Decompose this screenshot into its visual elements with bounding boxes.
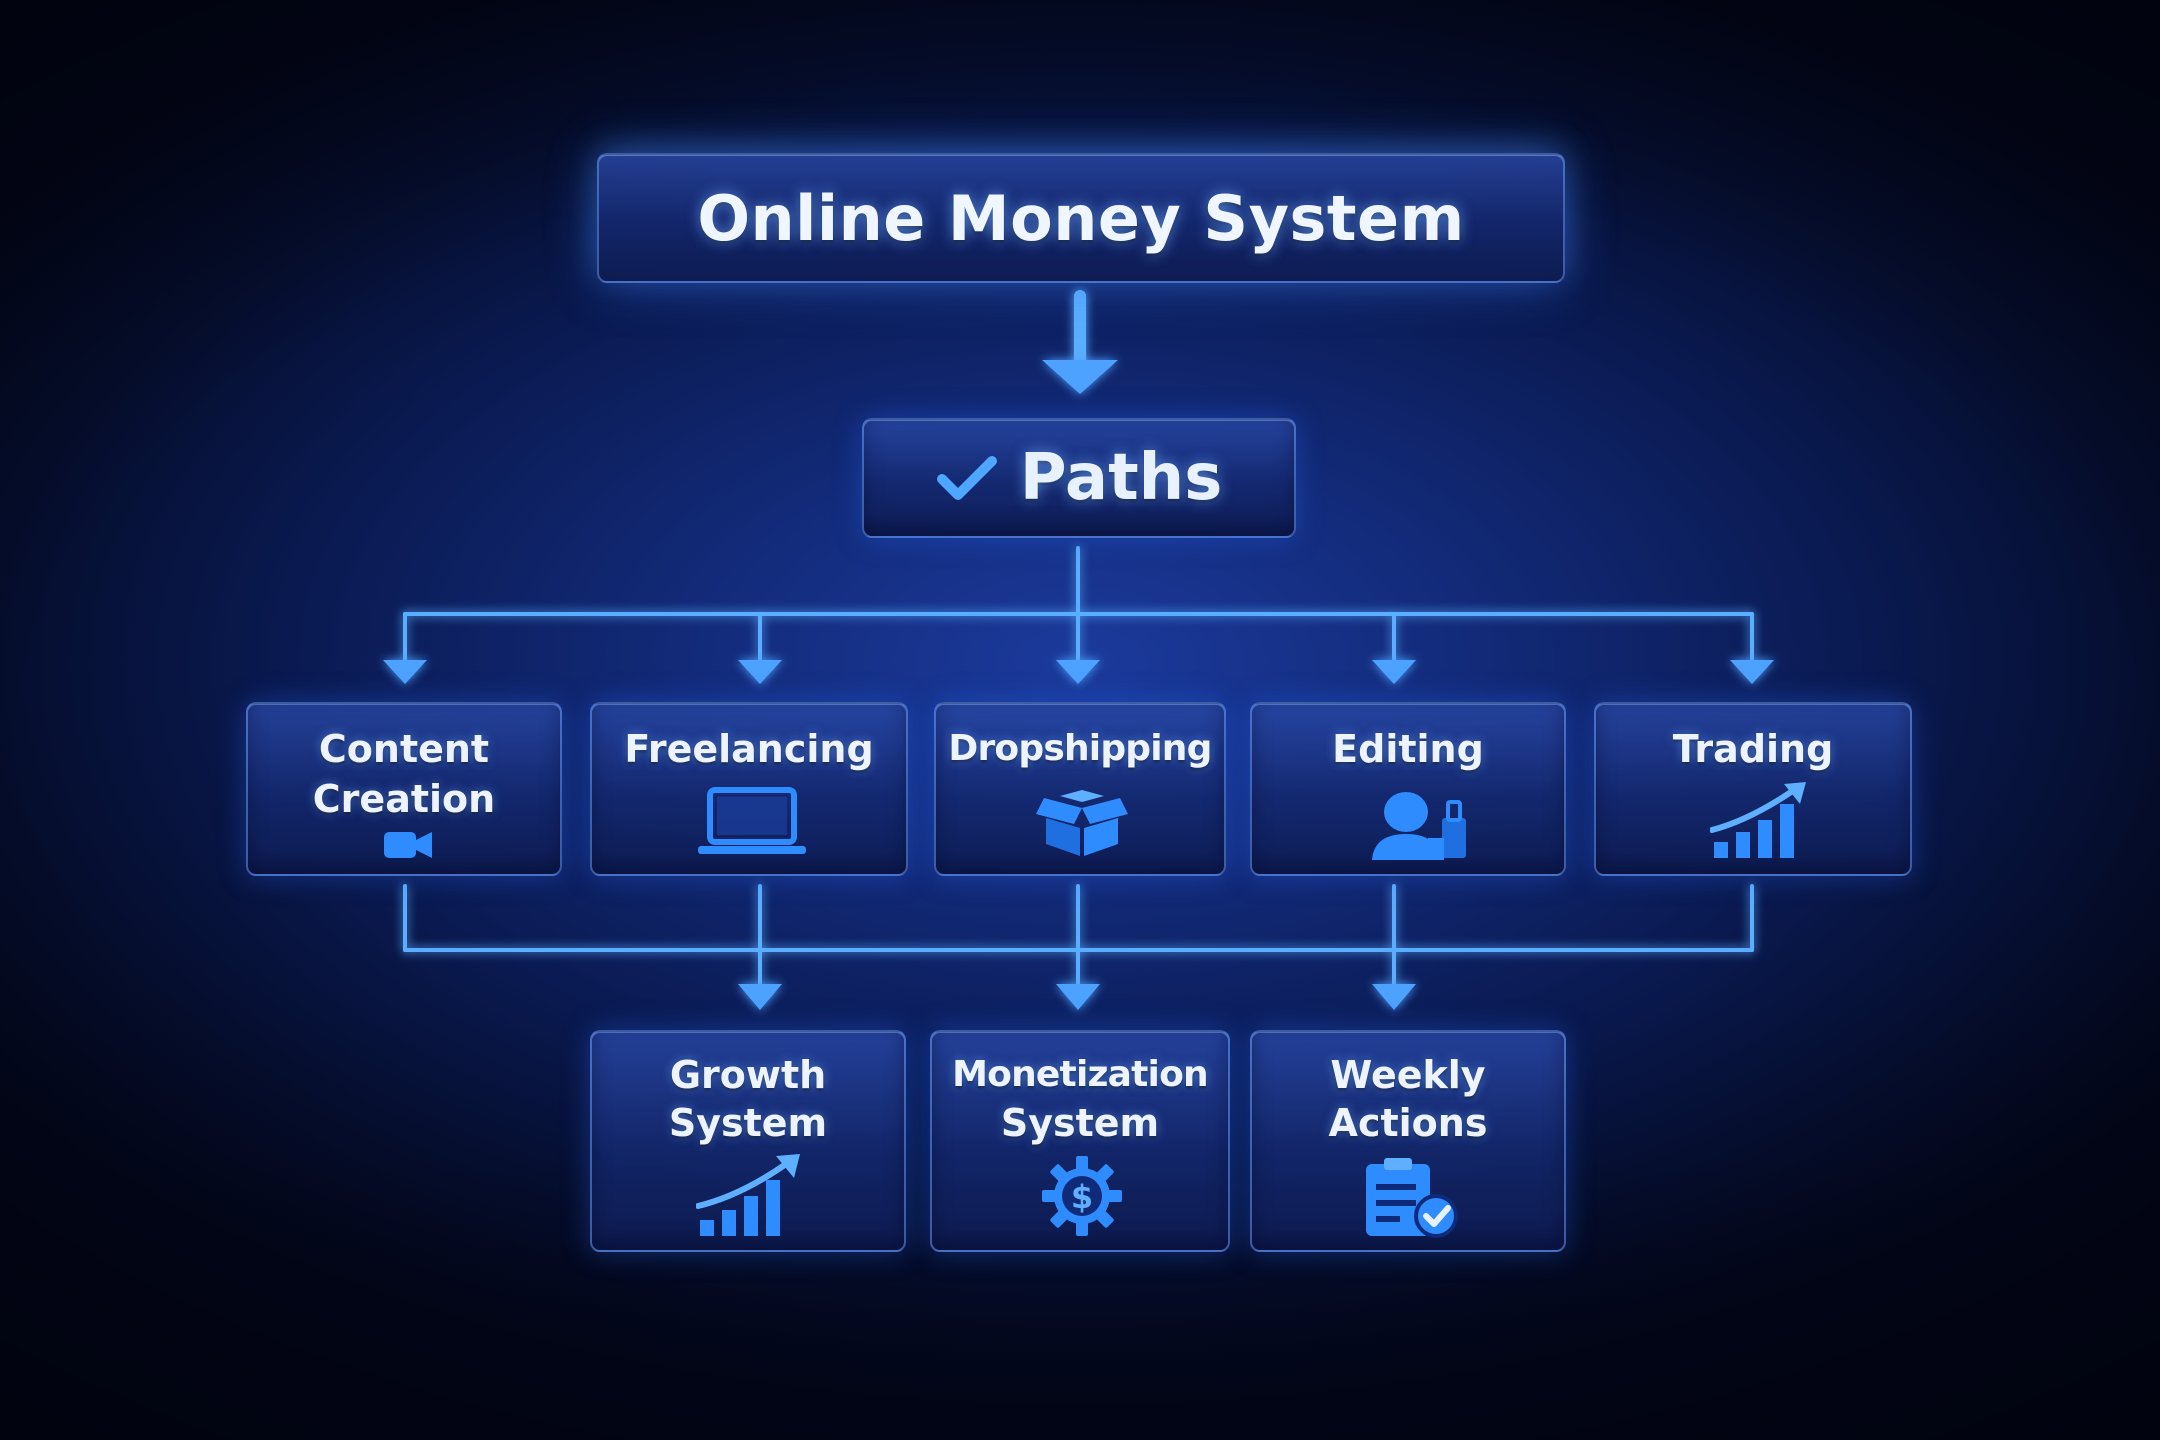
outcome-weekly-actions: Weekly Actions — [1250, 1030, 1566, 1252]
category-label: Freelancing — [624, 727, 874, 771]
category-editing: Editing — [1250, 702, 1566, 876]
outcome-label-line2: System — [1000, 1101, 1160, 1145]
checklist-icon — [1366, 1158, 1458, 1238]
outcome-growth-system: Growth System — [590, 1030, 906, 1252]
dollar-gear-icon: $ — [1042, 1156, 1122, 1236]
checkmark-icon — [936, 456, 997, 500]
arrowhead-dropshipping — [1056, 660, 1100, 684]
outcome-label-line2: System — [668, 1101, 828, 1145]
category-label-line2: Creation — [312, 777, 496, 821]
growth-chart-icon — [696, 1154, 800, 1236]
category-label: Dropshipping — [948, 728, 1212, 769]
outcome-label-line1: Growth — [669, 1053, 827, 1097]
category-dropshipping: Dropshipping — [934, 702, 1226, 876]
user-editing-icon — [1372, 792, 1466, 860]
outcome-monetization-system: Monetization System $ — [930, 1030, 1230, 1252]
paths-label: Paths — [1019, 441, 1223, 515]
category-freelancing: Freelancing — [590, 702, 908, 876]
box-icon — [1036, 790, 1128, 856]
paths-box: Paths — [862, 418, 1296, 538]
outcome-label-line2: Actions — [1328, 1101, 1488, 1145]
svg-text:$: $ — [1071, 1178, 1093, 1216]
arrowhead-growth — [738, 984, 782, 1010]
outcome-label-line1: Weekly — [1330, 1053, 1486, 1097]
title-box: Online Money System — [597, 153, 1565, 283]
arrowhead-monetization — [1056, 984, 1100, 1010]
arrowhead-editing — [1372, 660, 1416, 684]
growth-chart-icon — [1710, 782, 1806, 858]
category-content-creation: Content Creation — [246, 702, 562, 876]
category-trading: Trading — [1594, 702, 1912, 876]
arrowhead-paths — [1042, 360, 1118, 394]
arrowhead-trading — [1730, 660, 1774, 684]
category-label: Editing — [1332, 727, 1484, 771]
diagram-title: Online Money System — [697, 181, 1465, 255]
outcome-label-line1: Monetization — [952, 1054, 1209, 1095]
category-label: Trading — [1672, 727, 1834, 771]
arrowhead-content-creation — [383, 660, 427, 684]
arrowhead-freelancing — [738, 660, 782, 684]
category-label-line1: Content — [318, 727, 490, 771]
laptop-icon — [698, 787, 806, 854]
video-camera-icon — [384, 832, 432, 858]
arrowhead-weekly — [1372, 984, 1416, 1010]
